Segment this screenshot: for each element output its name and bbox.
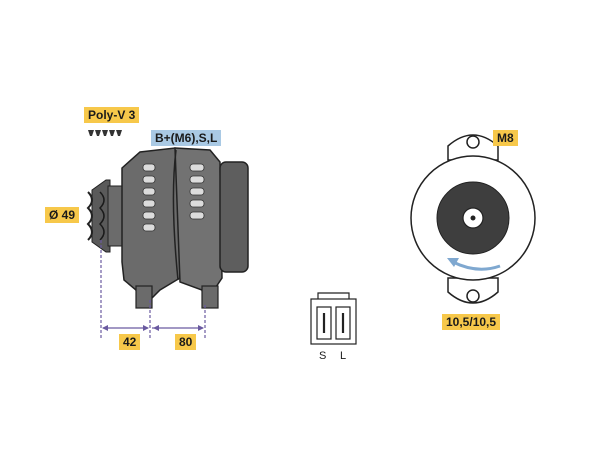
pulley-diameter-label: Ø 49 [45, 207, 80, 223]
belt-rib-icon [88, 130, 122, 136]
rear-cover [219, 161, 249, 273]
cooling-fins-rear [189, 163, 205, 220]
rotation-arrow-icon [452, 260, 501, 271]
alternator-side-view [86, 147, 249, 309]
mount-holes-label: 10,5/10,5 [442, 314, 501, 330]
pulley [86, 179, 125, 253]
dimension-lines [100, 240, 206, 340]
alternator-front-view [410, 134, 536, 304]
connector-l-label: L [340, 350, 347, 362]
rotation-arrowhead [447, 258, 459, 267]
dimension-42-label: 42 [119, 334, 141, 350]
connector-plug [310, 292, 357, 345]
rear-housing [174, 147, 223, 306]
mount-foot-rear [201, 285, 219, 309]
top-mount-hole [466, 135, 480, 149]
bottom-mount-hole [466, 289, 480, 303]
poly-v-label: Poly-V 3 [84, 107, 140, 123]
terminal-label: B+(M6),S,L [151, 130, 222, 146]
shaft-center [470, 215, 476, 221]
connector-s-label: S [319, 350, 327, 362]
mount-foot-front [135, 285, 153, 309]
cooling-fins-front [142, 163, 156, 232]
dimension-80-label: 80 [175, 334, 197, 350]
mount-bolt-label: M8 [493, 130, 518, 146]
dimension-arrowheads [102, 325, 204, 331]
